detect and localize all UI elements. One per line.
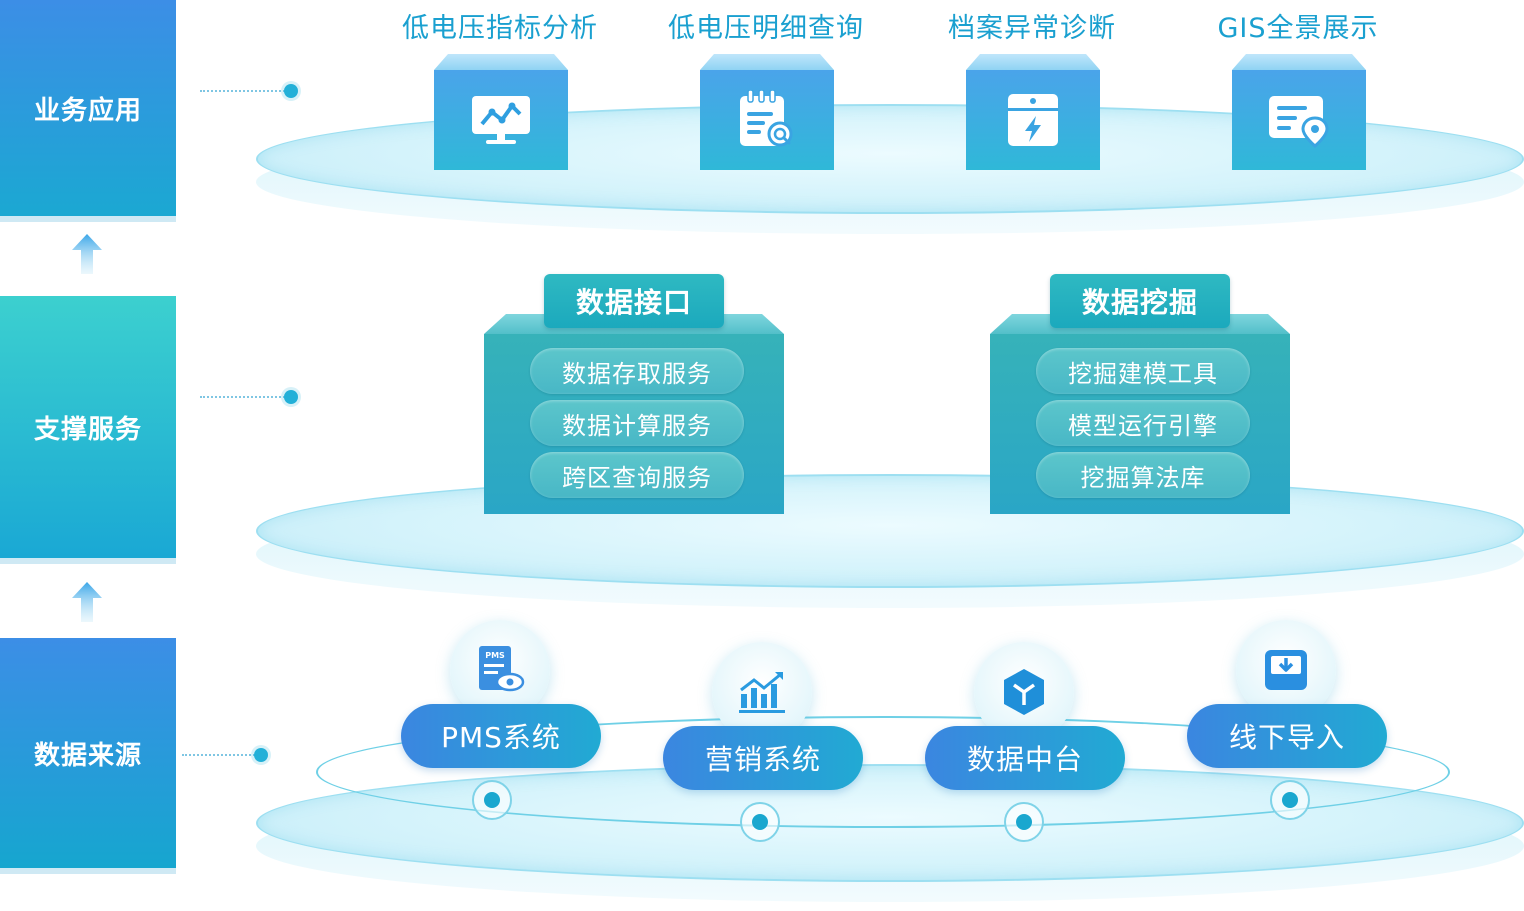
source-pms-button[interactable]: PMS系统 (401, 704, 601, 768)
layer-label-app: 业务应用 (33, 95, 142, 126)
app-title: 低电压指标分析 (402, 13, 598, 44)
source-offline-import-button[interactable]: 线下导入 (1187, 704, 1387, 768)
connector-dot (254, 748, 268, 762)
monitor-chart-icon (472, 96, 530, 144)
power-cabinet-icon (1008, 94, 1058, 146)
source-bubble (1236, 620, 1336, 720)
service-item[interactable]: 挖掘算法库 (1036, 452, 1250, 498)
app-card-low-voltage-query[interactable] (700, 54, 834, 170)
service-item[interactable]: 数据计算服务 (530, 400, 744, 446)
layer-tab-app: 业务应用 (0, 0, 176, 222)
map-location-icon (1269, 96, 1329, 148)
service-title: 数据挖掘 (1050, 274, 1230, 328)
cube-icon (1004, 669, 1044, 715)
import-tray-icon (1265, 650, 1307, 690)
calendar-search-icon (740, 90, 793, 147)
app-card-low-voltage-analysis[interactable] (434, 54, 568, 170)
up-arrow-icon (72, 582, 102, 622)
platform-service (256, 474, 1524, 588)
layer-tab-service: 支撑服务 (0, 296, 176, 564)
service-item[interactable]: 挖掘建模工具 (1036, 348, 1250, 394)
connector-line (200, 90, 288, 92)
pms-document-icon: PMS (479, 646, 525, 692)
connector-line (182, 754, 258, 756)
source-node (472, 780, 512, 820)
service-title: 数据接口 (544, 274, 724, 328)
app-title: GIS全景展示 (1217, 13, 1379, 44)
source-bubble (974, 642, 1074, 742)
service-box-data-interface: 数据接口 数据存取服务 数据计算服务 跨区查询服务 (484, 274, 784, 514)
service-item[interactable]: 模型运行引擎 (1036, 400, 1250, 446)
source-marketing-button[interactable]: 营销系统 (663, 726, 863, 790)
connector-dot (284, 84, 298, 98)
source-bubble: PMS (450, 620, 550, 720)
service-item[interactable]: 数据存取服务 (530, 348, 744, 394)
layer-label-source: 数据来源 (33, 740, 142, 771)
growth-chart-icon (739, 672, 785, 713)
connector-dot (284, 390, 298, 404)
app-title: 低电压明细查询 (668, 13, 864, 44)
up-arrow-icon (72, 234, 102, 274)
app-card-archive-diagnosis[interactable] (966, 54, 1100, 170)
service-box-data-mining: 数据挖掘 挖掘建模工具 模型运行引擎 挖掘算法库 (990, 274, 1290, 514)
app-card-gis-panorama[interactable] (1232, 54, 1366, 170)
source-node (1004, 802, 1044, 842)
service-item[interactable]: 跨区查询服务 (530, 452, 744, 498)
layer-label-service: 支撑服务 (33, 414, 142, 445)
pms-icon-text: PMS (485, 651, 505, 660)
app-title: 档案异常诊断 (948, 13, 1116, 44)
source-node (740, 802, 780, 842)
connector-line (200, 396, 288, 398)
source-node (1270, 780, 1310, 820)
source-data-center-button[interactable]: 数据中台 (925, 726, 1125, 790)
source-bubble (712, 642, 812, 742)
orbit-ring (316, 716, 1450, 828)
layer-tab-source: 数据来源 (0, 638, 176, 874)
